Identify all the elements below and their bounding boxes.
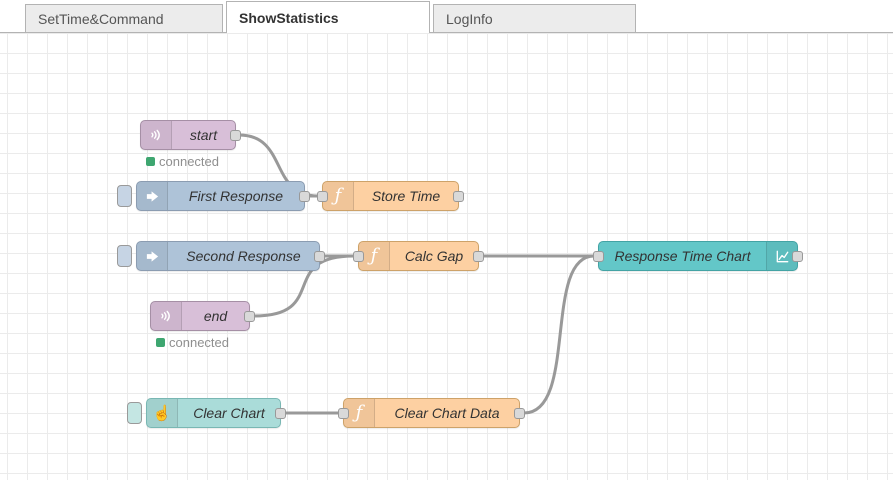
output-port[interactable] (275, 408, 286, 419)
function-icon: ƒ (359, 242, 390, 270)
node-status-start: connected (146, 154, 219, 169)
node-label: Calc Gap (404, 248, 464, 264)
tab-label: LogInfo (446, 10, 493, 27)
tab-showstatistics[interactable]: ShowStatistics (226, 1, 430, 33)
node-status-end: connected (156, 335, 229, 350)
wire-clear-chart-data-to-chart[interactable] (522, 254, 596, 415)
node-clear-chart-data[interactable]: ƒ Clear Chart Data (338, 398, 525, 428)
output-port[interactable] (514, 408, 525, 419)
node-label: Store Time (371, 188, 441, 204)
signal-icon (151, 302, 182, 330)
chart-icon (766, 242, 797, 270)
tab-label: SetTime&Command (38, 10, 164, 27)
hand-pointer-icon: ☝ (147, 399, 178, 427)
flow-tab-bar: SetTime&Command ShowStatistics LogInfo (0, 0, 893, 33)
node-label: Clear Chart Data (394, 405, 500, 421)
input-port[interactable] (353, 251, 364, 262)
input-port[interactable] (593, 251, 604, 262)
node-label: Second Response (186, 248, 301, 264)
output-port[interactable] (792, 251, 803, 262)
inject-button[interactable] (117, 245, 132, 267)
node-store-time[interactable]: ƒ Store Time (317, 181, 464, 211)
tab-settime-command[interactable]: SetTime&Command (25, 4, 223, 33)
node-clear-chart[interactable]: ☝ Clear Chart (127, 398, 286, 428)
inject-arrow-icon (137, 182, 168, 210)
signal-icon (141, 121, 172, 149)
inject-button[interactable] (127, 402, 142, 424)
node-second-response[interactable]: Second Response (117, 241, 325, 271)
status-text: connected (169, 335, 229, 350)
node-label: start (189, 127, 218, 143)
status-text: connected (159, 154, 219, 169)
node-first-response[interactable]: First Response (117, 181, 310, 211)
output-port[interactable] (314, 251, 325, 262)
tab-loginfo[interactable]: LogInfo (433, 4, 636, 33)
output-port[interactable] (230, 130, 241, 141)
node-label: end (203, 308, 228, 324)
inject-button[interactable] (117, 185, 132, 207)
input-port[interactable] (317, 191, 328, 202)
output-port[interactable] (244, 311, 255, 322)
node-response-time-chart[interactable]: Response Time Chart (593, 241, 803, 271)
node-label: First Response (188, 188, 284, 204)
node-label: Clear Chart (193, 405, 265, 421)
wire-end-to-calc-gap[interactable] (252, 254, 356, 318)
node-end[interactable]: end (150, 301, 255, 331)
inject-arrow-icon (137, 242, 168, 270)
input-port[interactable] (338, 408, 349, 419)
flow-canvas[interactable]: start connected First Response ƒ Store T… (0, 33, 893, 480)
output-port[interactable] (299, 191, 310, 202)
function-icon: ƒ (323, 182, 354, 210)
output-port[interactable] (473, 251, 484, 262)
output-port[interactable] (453, 191, 464, 202)
function-icon: ƒ (344, 399, 375, 427)
node-label: Response Time Chart (614, 248, 751, 264)
tab-label: ShowStatistics (239, 9, 339, 26)
status-connected-icon (146, 157, 155, 166)
status-connected-icon (156, 338, 165, 347)
node-start[interactable]: start (140, 120, 241, 150)
node-calc-gap[interactable]: ƒ Calc Gap (353, 241, 484, 271)
